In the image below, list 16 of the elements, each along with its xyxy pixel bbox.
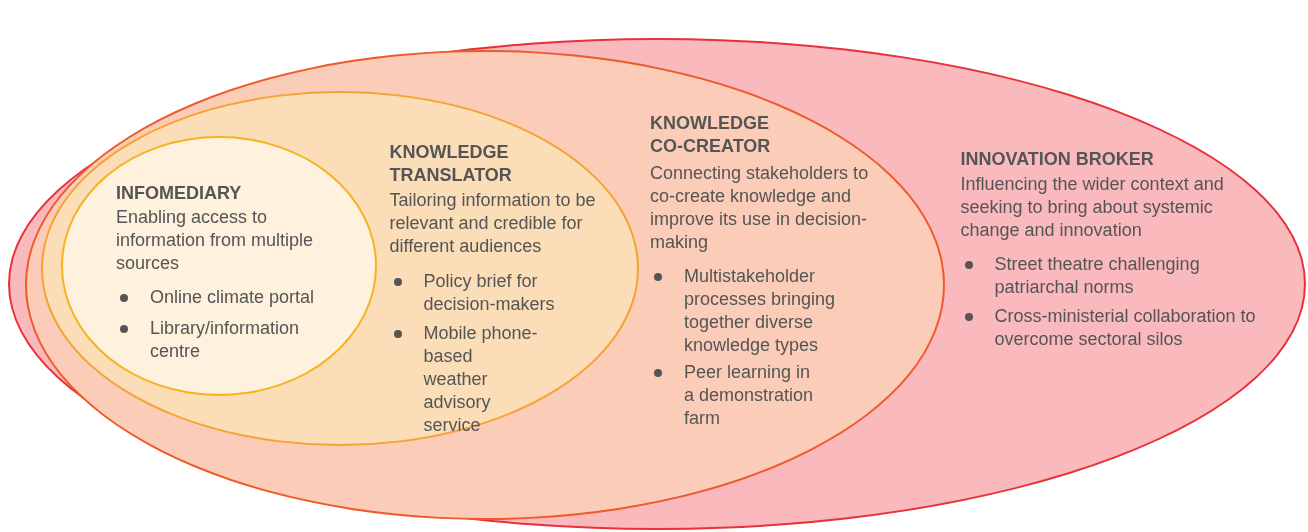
ellipse-heading: INFOMEDIARY: [116, 182, 243, 205]
bullet-item: Peer learning in a demonstration farm: [650, 361, 820, 430]
bullet-item: Multistakeholder processes bringing together diverse knowledge types: [650, 265, 850, 357]
description-text: Connecting stakeholders to co-create knowledge and improve its use in decision-making: [650, 162, 870, 254]
ellipse-heading: KNOWLEDGE CO-CREATOR: [650, 112, 772, 158]
bullet-item: Mobile phone-based weather advisory service: [389, 321, 540, 437]
description-text: Influencing the wider context and seeking to bring about systemic change and innovation: [960, 172, 1225, 242]
description-text: Tailoring information to be relevant and credible for different audiences: [389, 188, 597, 258]
bullet-item: Street theatre challenging patriarchal norms: [960, 252, 1261, 299]
bullet-item: Library/information centre: [116, 317, 331, 363]
ellipse-heading: INNOVATION BROKER: [960, 147, 1155, 171]
description-text: Enabling access to information from multiple sources: [116, 206, 315, 275]
bullet-item: Cross-ministerial collaboration to overcome sectoral silos: [960, 304, 1291, 351]
bullet-item: Online climate portal: [116, 286, 356, 309]
ellipse-heading: KNOWLEDGE TRANSLATOR: [389, 140, 513, 187]
bullet-item: Policy brief for decision-makers: [389, 269, 570, 316]
